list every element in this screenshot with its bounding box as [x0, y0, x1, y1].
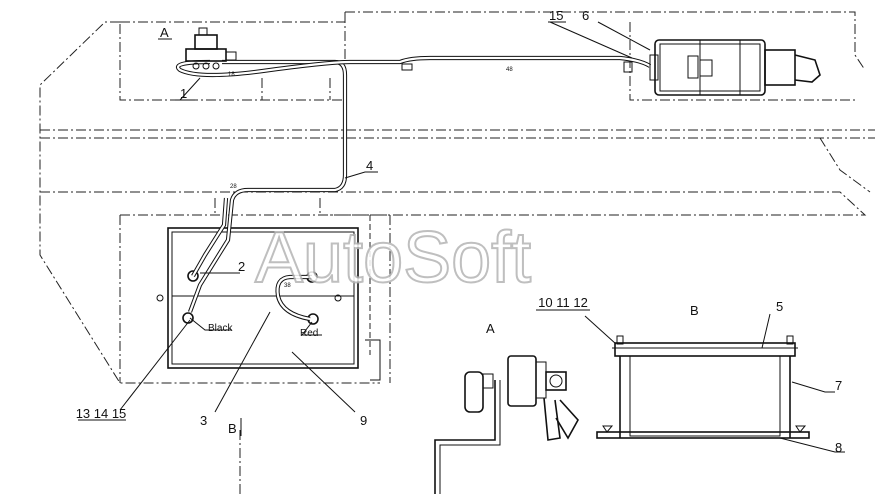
callout-4: 4 — [366, 158, 373, 173]
callout-13-14-15: 13 14 15 — [76, 406, 127, 421]
dim-48: 48 — [506, 67, 513, 73]
battery-terminals — [182, 270, 319, 325]
section-label-b: B — [228, 421, 237, 436]
dim-28: 28 — [230, 184, 237, 190]
terminal-label-red: Red — [300, 328, 318, 339]
view-label-a: A — [486, 321, 495, 336]
callout-10-11-12: 10 11 12 — [538, 295, 588, 310]
battery-switch-top — [185, 27, 237, 70]
leader-lines — [119, 21, 845, 453]
dim-38: 38 — [284, 283, 291, 289]
starter-motor — [649, 39, 821, 96]
cable-runs — [176, 55, 652, 313]
battery-tray — [156, 227, 381, 381]
chassis-outline — [39, 11, 875, 494]
callout-3: 3 — [200, 413, 207, 428]
dim-18: 18 — [228, 72, 235, 78]
view-label-b: B — [690, 303, 699, 318]
callout-1: 1 — [180, 86, 187, 101]
callout-7: 7 — [835, 378, 842, 393]
callout-15-top: 15 — [549, 8, 563, 23]
callout-8: 8 — [835, 440, 842, 455]
callout-6: 6 — [582, 8, 589, 23]
callout-5: 5 — [776, 299, 783, 314]
terminal-label-black: Black — [208, 323, 233, 334]
callout-9: 9 — [360, 413, 367, 428]
watermark-text: AutoSoft — [255, 218, 531, 298]
callout-2: 2 — [238, 259, 245, 274]
view-label-a-top: A — [160, 25, 169, 40]
detail-b-battery — [596, 335, 810, 439]
detail-a-switch — [434, 355, 579, 494]
